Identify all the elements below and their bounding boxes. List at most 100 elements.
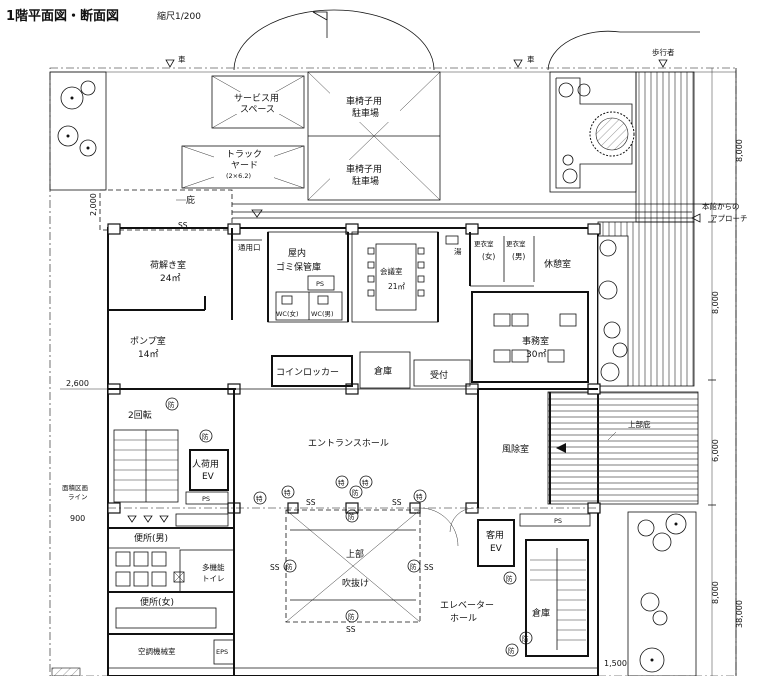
office-desks [493, 313, 577, 363]
cargo-elevator [189, 449, 229, 491]
svg-text:EV: EV [202, 472, 215, 482]
svg-text:駐車場: 駐車場 [352, 107, 379, 119]
atrium-label: 上部 [346, 548, 364, 560]
svg-text:30㎡: 30㎡ [526, 349, 546, 360]
office-room [471, 291, 589, 383]
planting-area-left [49, 71, 107, 191]
reception-label: 受付 [430, 369, 448, 381]
approach-label: 本館からの [702, 201, 740, 211]
north-arrow-icon [312, 11, 328, 38]
svg-text:車: 車 [178, 54, 186, 64]
elevator-hall-label: エレベーター [440, 600, 494, 611]
meeting-room-label: 会議室 [380, 266, 403, 276]
locker-room-female-label: 更衣室 [474, 239, 494, 248]
pump-room-label: ポンプ室 [130, 335, 166, 347]
storage-room [359, 351, 411, 389]
driveway-curve-left [233, 9, 435, 71]
fire-door-icon: 防 [165, 397, 179, 411]
car-marker-left: 車 [165, 54, 186, 68]
tree-icon [558, 82, 635, 184]
eaves-label: 庇 [186, 194, 195, 206]
svg-text:スペース: スペース [240, 105, 275, 115]
svg-text:防: 防 [348, 512, 355, 521]
svg-text:特: 特 [362, 478, 369, 487]
toilet-male-label: 便所(男) [134, 532, 168, 544]
truck-yard-label: トラック [226, 149, 262, 160]
svg-text:ゴミ保管庫: ゴミ保管庫 [276, 261, 321, 273]
scale-label: 縮尺1/200 [157, 10, 201, 22]
pedestrian-marker: 歩行者 [652, 47, 675, 68]
windbreak-label: 風除室 [502, 443, 529, 455]
svg-text:SS: SS [346, 625, 356, 634]
svg-text:アプローチ: アプローチ [710, 214, 748, 223]
svg-text:24㎡: 24㎡ [160, 273, 180, 284]
svg-text:(2×6.2): (2×6.2) [226, 172, 251, 180]
svg-text:PS: PS [554, 517, 562, 525]
dim-8000-c: 8,000 [711, 581, 720, 604]
svg-text:ホール: ホール [450, 613, 477, 624]
svg-text:特: 特 [284, 488, 291, 497]
truck-yard [181, 145, 305, 189]
svg-text:防: 防 [352, 488, 359, 497]
plan-title: 1階平面図・断面図 [6, 8, 119, 24]
service-entrance-label: 通用口 [238, 242, 261, 252]
urinal-row [127, 515, 169, 523]
svg-text:倉庫: 倉庫 [374, 365, 392, 377]
car-marker-right: 車 [513, 54, 535, 68]
fire-door-icon: 防 防 防 [503, 571, 533, 657]
wheelchair-parking-b-label: 車椅子用 [346, 163, 382, 175]
ss-label-top: SS [178, 221, 188, 230]
svg-text:ライン: ライン [68, 493, 88, 501]
coin-locker [271, 355, 353, 387]
approach-arrow-icon [691, 213, 701, 223]
locker-room-male-label: 更衣室 [506, 239, 526, 248]
lounge-label: 休憩室 [544, 258, 571, 270]
dim-6000: 6,000 [711, 439, 720, 462]
wood-deck-windbreak [547, 391, 699, 505]
kettle-room-label: 湯 [454, 246, 462, 256]
svg-text:防: 防 [508, 646, 515, 655]
fire-door-icon: 防 [199, 429, 213, 443]
svg-text:SS: SS [270, 563, 280, 572]
meeting-table [375, 243, 417, 311]
svg-text:SS: SS [306, 498, 316, 507]
dim-2000: 2,000 [89, 193, 98, 216]
entry-arrow-icon [556, 443, 566, 453]
svg-text:21㎡: 21㎡ [388, 282, 406, 291]
svg-text:車: 車 [527, 54, 535, 64]
garbage-room-label: 屋内 [288, 247, 306, 259]
dim-2600: 2,600 [66, 379, 89, 388]
svg-text:防: 防 [506, 574, 513, 583]
stair-right [525, 539, 589, 657]
svg-text:吹抜け: 吹抜け [342, 577, 369, 589]
tree-icon [637, 513, 687, 673]
fire-door-icon: 防 防 防 防 [283, 509, 421, 623]
svg-text:客用: 客用 [486, 529, 504, 541]
svg-text:(男): (男) [512, 252, 525, 261]
svg-text:コインロッカー: コインロッカー [276, 367, 339, 378]
svg-text:駐車場: 駐車場 [352, 175, 379, 187]
entrance-hall-label: エントランスホール [308, 438, 389, 449]
storage-2-label: 倉庫 [532, 607, 550, 619]
svg-text:SS: SS [392, 498, 402, 507]
office-label: 事務室 [522, 335, 549, 347]
svg-text:防: 防 [286, 562, 293, 571]
fire-zone-line-label: 面積区画 [62, 483, 88, 492]
toilet-female-label: 便所(女) [140, 596, 174, 608]
planting-area-south [627, 511, 697, 676]
wc-female-label: WC(女) [276, 309, 299, 318]
dim-900: 900 [70, 514, 85, 523]
svg-text:PS: PS [316, 280, 324, 288]
svg-text:防: 防 [348, 612, 355, 621]
unloading-room-label: 荷解き室 [150, 259, 186, 271]
svg-text:人荷用: 人荷用 [192, 459, 219, 470]
tree-icon [57, 80, 97, 157]
svg-text:特: 特 [256, 494, 263, 503]
svg-text:EV: EV [490, 544, 503, 554]
svg-text:防: 防 [202, 432, 209, 441]
svg-text:防: 防 [410, 562, 417, 571]
dim-1500: 1,500 [604, 659, 627, 668]
svg-text:歩行者: 歩行者 [652, 47, 675, 57]
ps-shaft [307, 275, 335, 291]
